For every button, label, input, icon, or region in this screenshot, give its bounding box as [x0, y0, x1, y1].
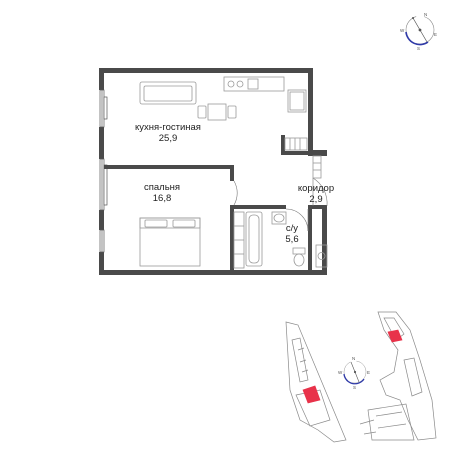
- site-plan: [285, 311, 437, 443]
- kitchen-column: [287, 89, 307, 113]
- room-labels: кухня-гостиная 25,9 спальня 16,8 коридор…: [135, 122, 334, 245]
- bed: [139, 217, 201, 267]
- bathtub: [245, 211, 263, 267]
- washbasin: [271, 211, 287, 225]
- exterior-walls: [99, 68, 327, 275]
- wardrobe: [284, 137, 308, 151]
- sofa: [139, 81, 197, 105]
- site-building-east: [359, 311, 437, 441]
- washing-machine: [315, 244, 328, 268]
- room-bathroom-name: с/у: [286, 223, 298, 234]
- room-corridor-area: 2,9: [309, 194, 322, 205]
- toilet: [292, 247, 306, 267]
- site-building-west: [285, 321, 347, 443]
- compass-top-s: S: [417, 46, 420, 51]
- compass-small-arc: [343, 373, 365, 385]
- compass-top-e: E: [434, 32, 437, 37]
- interior-walls: [104, 135, 327, 270]
- compass-small-s: S: [353, 385, 356, 390]
- window-sills: [103, 96, 108, 206]
- furniture: [139, 76, 328, 269]
- compass-top-w: W: [400, 28, 405, 33]
- compass-small-w: W: [338, 370, 343, 375]
- compass-small-n: N: [352, 356, 355, 361]
- room-bedroom-area: 16,8: [153, 193, 172, 204]
- dining-table: [197, 103, 237, 121]
- site-highlight-east: [387, 329, 403, 343]
- compass-small: N E S W: [338, 356, 370, 390]
- room-corridor-name: коридор: [298, 183, 334, 194]
- room-living-name: кухня-гостиная: [135, 122, 201, 133]
- room-bathroom-area: 5,6: [285, 234, 298, 245]
- compass-top-n: N: [424, 12, 427, 17]
- compass-top-arc: [405, 31, 429, 46]
- room-bedroom-name: спальня: [144, 182, 180, 193]
- compass-top: N E S W: [400, 12, 437, 51]
- kitchen-counter: [223, 76, 285, 92]
- corridor-shelf: [312, 155, 322, 179]
- bedroom-wardrobe: [233, 211, 245, 269]
- room-living-area: 25,9: [159, 133, 178, 144]
- compass-small-e: E: [367, 370, 370, 375]
- site-highlight-west: [302, 385, 321, 404]
